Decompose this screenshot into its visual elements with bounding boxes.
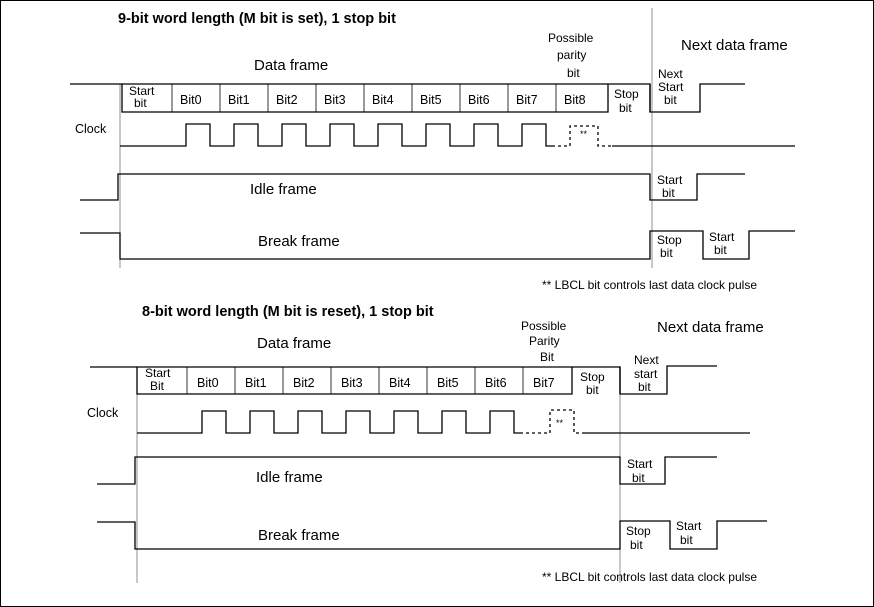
bit6-label: Bit6: [468, 93, 490, 107]
possible-parity-line3: Bit: [540, 350, 555, 364]
footnote: ** LBCL bit controls last data clock pul…: [542, 278, 757, 292]
start-bit-line1: Start: [129, 84, 155, 98]
break-waveform: [80, 230, 795, 260]
next-frame-waveform: [619, 365, 717, 395]
bit2-label: Bit2: [293, 376, 315, 390]
bit7-label: Bit7: [516, 93, 538, 107]
data-frame-label: Data frame: [257, 335, 331, 352]
lbcl-mark: **: [580, 129, 588, 139]
break-frame-label: Break frame: [258, 233, 340, 250]
break-frame-label: Break frame: [258, 527, 340, 544]
possible-parity-line2: Parity: [529, 334, 560, 348]
start-bit-line2: bit: [134, 96, 147, 110]
start-bit-line1: Start: [145, 366, 171, 380]
section-9bit: 9-bit word length (M bit is set), 1 stop…: [70, 8, 795, 292]
stop-bit-line1: Stop: [580, 370, 605, 384]
next-data-frame-label: Next data frame: [657, 319, 764, 336]
data-frame-label: Data frame: [254, 57, 328, 74]
idle-frame-label: Idle frame: [250, 181, 317, 198]
clock-waveform: [120, 123, 552, 147]
bit6-label: Bit6: [485, 376, 507, 390]
bit-dividers: [171, 84, 557, 112]
idle-start-bit-line2: bit: [662, 186, 675, 200]
idle-start-bit-line2: bit: [632, 471, 645, 485]
break-start-bit-line2: bit: [680, 533, 693, 547]
break-stop-bit-line2: bit: [660, 246, 673, 260]
lbcl-clock-pulse: [552, 125, 612, 147]
section-8bit: 8-bit word length (M bit is reset), 1 st…: [87, 304, 767, 584]
bit3-label: Bit3: [341, 376, 363, 390]
possible-parity-line1: Possible: [521, 319, 567, 333]
stop-bit-line1: Stop: [614, 87, 639, 101]
idle-waveform: [80, 173, 745, 201]
bit5-label: Bit5: [437, 376, 459, 390]
bit0-label: Bit0: [180, 93, 202, 107]
bit0-label: Bit0: [197, 376, 219, 390]
break-start-bit-line1: Start: [709, 230, 735, 244]
stop-bit-line2: bit: [619, 101, 632, 115]
idle-start-bit-line1: Start: [627, 457, 653, 471]
possible-parity-line1: Possible: [548, 31, 594, 45]
bit3-label: Bit3: [324, 93, 346, 107]
break-start-bit-line2: bit: [714, 243, 727, 257]
next-start-bit-line3: bit: [638, 380, 651, 394]
section-title: 9-bit word length (M bit is set), 1 stop…: [118, 11, 396, 27]
possible-parity-line3: bit: [567, 66, 580, 80]
clock-label: Clock: [75, 122, 107, 136]
stop-bit-line2: bit: [586, 383, 599, 397]
bit4-label: Bit4: [389, 376, 411, 390]
footnote: ** LBCL bit controls last data clock pul…: [542, 570, 757, 584]
bit5-label: Bit5: [420, 93, 442, 107]
section-title: 8-bit word length (M bit is reset), 1 st…: [142, 304, 434, 320]
data-waveform: [70, 83, 651, 113]
next-start-bit-line2: Start: [658, 80, 684, 94]
idle-frame-label: Idle frame: [256, 469, 323, 486]
possible-parity-line2: parity: [557, 48, 586, 62]
bit-dividers: [186, 367, 524, 394]
idle-waveform: [97, 456, 717, 485]
break-stop-bit-line2: bit: [630, 538, 643, 552]
clock-waveform: [137, 410, 520, 434]
next-start-bit-line2: start: [634, 367, 658, 381]
lbcl-clock-pulse: [520, 409, 584, 434]
bit8-label: Bit8: [564, 93, 586, 107]
break-start-bit-line1: Start: [676, 519, 702, 533]
bit7-label: Bit7: [533, 376, 555, 390]
bit4-label: Bit4: [372, 93, 394, 107]
next-start-bit-line3: bit: [664, 93, 677, 107]
lbcl-mark: **: [556, 418, 564, 428]
break-stop-bit-line1: Stop: [626, 524, 651, 538]
next-data-frame-label: Next data frame: [681, 37, 788, 54]
bit1-label: Bit1: [228, 93, 250, 107]
idle-start-bit-line1: Start: [657, 173, 683, 187]
next-start-bit-line1: Next: [658, 67, 683, 81]
bit2-label: Bit2: [276, 93, 298, 107]
break-stop-bit-line1: Stop: [657, 233, 682, 247]
break-waveform: [97, 520, 767, 550]
bit1-label: Bit1: [245, 376, 267, 390]
next-start-bit-line1: Next: [634, 353, 659, 367]
clock-label: Clock: [87, 406, 119, 420]
next-frame-waveform: [649, 83, 745, 113]
start-bit-line2: Bit: [150, 379, 165, 393]
